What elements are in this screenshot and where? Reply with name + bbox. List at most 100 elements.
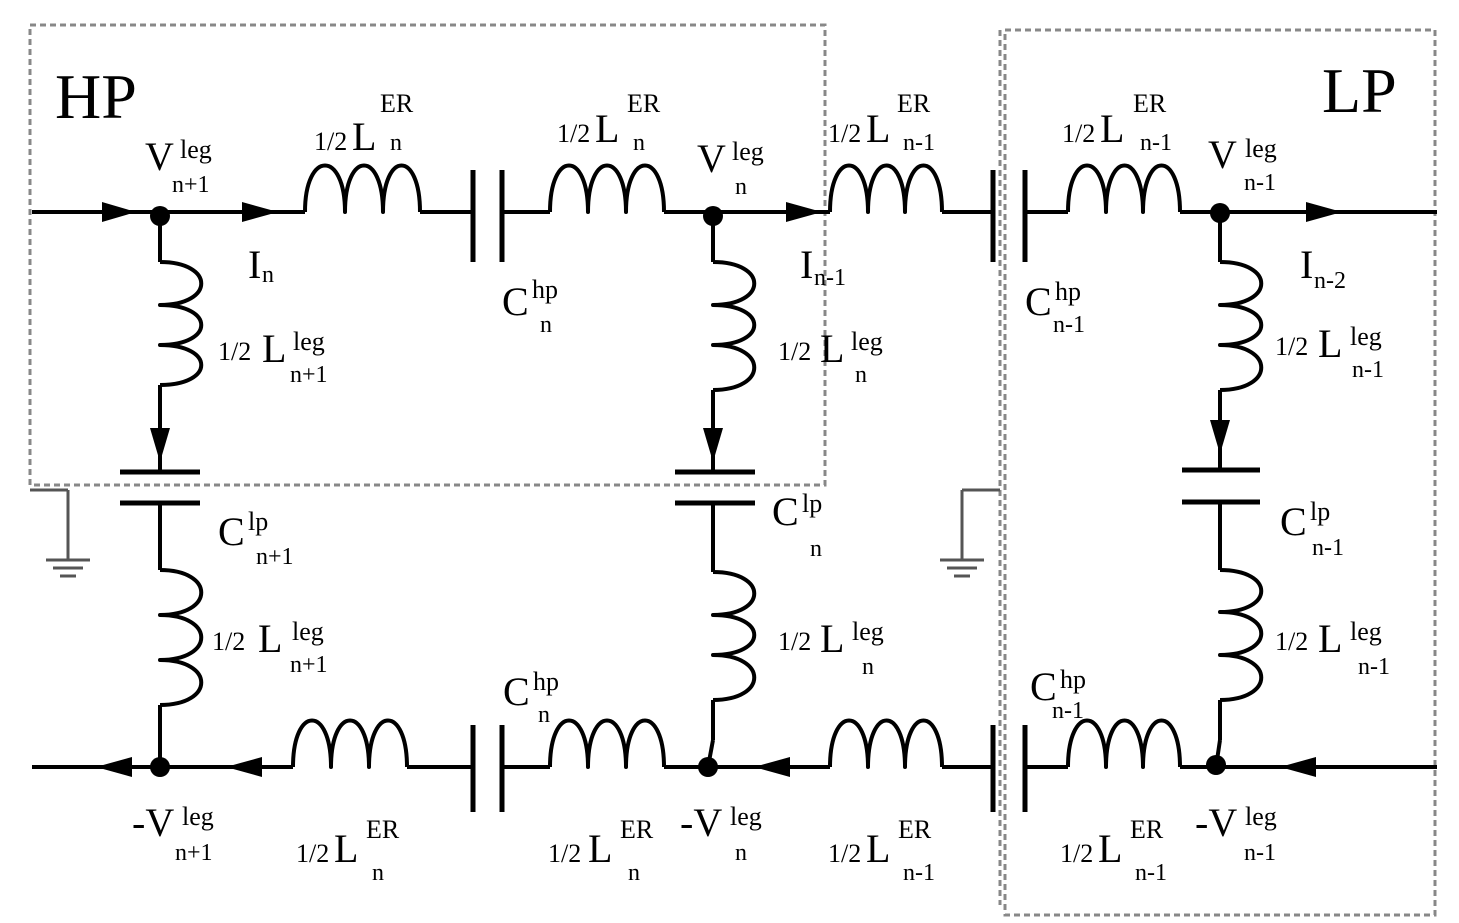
svg-text:C: C	[1025, 279, 1052, 324]
svg-text:n: n	[540, 312, 552, 338]
svg-text:ER: ER	[627, 89, 661, 118]
svg-text:n: n	[735, 174, 747, 200]
svg-text:1/2: 1/2	[557, 119, 590, 148]
svg-text:n-1: n-1	[1244, 170, 1276, 196]
leg-n	[675, 212, 757, 768]
arrow-down-icon	[703, 428, 723, 462]
svg-text:leg: leg	[730, 802, 762, 831]
svg-text:hp: hp	[533, 667, 559, 696]
svg-text:n-1: n-1	[814, 265, 846, 291]
svg-text:1/2: 1/2	[1275, 627, 1308, 656]
label-top-L-er-n-1-a: 1/2 L ER n-1	[828, 89, 935, 156]
svg-text:1/2: 1/2	[1060, 839, 1093, 868]
label-L-leg-n-plus-1-lower: 1/2 L leg n+1	[212, 616, 328, 678]
svg-text:1/2: 1/2	[548, 839, 581, 868]
svg-text:V: V	[145, 134, 174, 179]
label-negV-leg-n-plus-1: -V leg n+1	[132, 800, 214, 866]
svg-text:1/2: 1/2	[218, 337, 251, 366]
svg-text:L: L	[866, 106, 890, 151]
label-top-L-er-n-1-b: 1/2 L ER n-1	[1062, 89, 1172, 156]
ground-icon-left	[30, 488, 90, 578]
svg-text:1/2: 1/2	[296, 839, 329, 868]
svg-text:1/2: 1/2	[1062, 119, 1095, 148]
label-C-lp-n: C lp n	[772, 489, 822, 562]
svg-text:n-1: n-1	[903, 130, 935, 156]
svg-text:C: C	[772, 489, 799, 534]
svg-text:leg: leg	[852, 617, 884, 646]
svg-text:n: n	[735, 840, 747, 866]
label-L-leg-n-upper: 1/2 L leg n	[778, 326, 883, 388]
node-bottom-n-plus-1	[150, 757, 170, 777]
svg-text:n: n	[628, 860, 640, 886]
svg-text:leg: leg	[732, 137, 764, 166]
svg-text:n-1: n-1	[1358, 654, 1390, 680]
svg-text:L: L	[820, 326, 844, 371]
svg-text:n: n	[538, 702, 550, 728]
svg-text:hp: hp	[1060, 665, 1086, 694]
svg-text:n: n	[633, 130, 645, 156]
label-V-leg-n: V leg n	[697, 136, 764, 200]
svg-text:n-1: n-1	[1135, 860, 1167, 886]
label-bottom-L-er-n-a: 1/2 L ER n	[296, 815, 400, 886]
svg-text:-V: -V	[680, 800, 722, 845]
lp-label: LP	[1322, 55, 1397, 126]
svg-text:leg: leg	[180, 135, 212, 164]
label-top-L-er-n-b: 1/2 L ER n	[557, 89, 661, 156]
svg-text:n: n	[862, 654, 874, 680]
label-I-n-1: I n-1	[800, 242, 846, 291]
svg-text:n: n	[855, 362, 867, 388]
label-C-hp-n-1-bottom: C hp n-1	[1030, 664, 1086, 724]
svg-text:C: C	[502, 279, 529, 324]
svg-text:1/2: 1/2	[828, 839, 861, 868]
leg-n-plus-1	[120, 212, 204, 767]
ground-icon-right	[940, 488, 1000, 578]
svg-text:L: L	[352, 114, 376, 159]
label-C-lp-n-plus-1: C lp n+1	[218, 507, 294, 570]
arrow-left-icon	[754, 757, 790, 777]
label-L-leg-n-lower: 1/2 L leg n	[778, 616, 884, 680]
svg-text:n+1: n+1	[290, 362, 328, 388]
svg-text:n+1: n+1	[256, 544, 294, 570]
svg-text:lp: lp	[248, 507, 268, 536]
label-negV-leg-n: -V leg n	[680, 800, 762, 866]
svg-text:C: C	[1280, 499, 1307, 544]
label-bottom-L-er-n-b: 1/2 L ER n	[548, 815, 654, 886]
svg-text:L: L	[1318, 616, 1342, 661]
svg-text:n+1: n+1	[172, 172, 210, 198]
label-L-leg-n-plus-1-upper: 1/2 L leg n+1	[218, 326, 328, 388]
svg-text:leg: leg	[1245, 134, 1277, 163]
svg-text:1/2: 1/2	[778, 627, 811, 656]
svg-text:hp: hp	[532, 275, 558, 304]
svg-text:ER: ER	[1133, 89, 1167, 118]
lp-region-box	[1003, 28, 1437, 917]
svg-text:L: L	[1100, 106, 1124, 151]
arrow-down-icon	[150, 428, 170, 462]
svg-text:leg: leg	[292, 617, 324, 646]
svg-text:n+1: n+1	[290, 652, 328, 678]
svg-text:L: L	[866, 826, 890, 871]
svg-text:L: L	[820, 616, 844, 661]
svg-text:n-1: n-1	[1244, 840, 1276, 866]
svg-text:C: C	[1030, 664, 1057, 709]
svg-text:lp: lp	[1310, 497, 1330, 526]
svg-text:n: n	[390, 130, 402, 156]
svg-text:hp: hp	[1055, 277, 1081, 306]
svg-text:lp: lp	[802, 489, 822, 518]
svg-text:L: L	[262, 326, 286, 371]
svg-text:L: L	[1318, 321, 1342, 366]
svg-text:n-1: n-1	[1140, 130, 1172, 156]
svg-text:1/2: 1/2	[212, 627, 245, 656]
svg-text:leg: leg	[293, 327, 325, 356]
svg-text:C: C	[218, 509, 245, 554]
arrow-left-icon	[1280, 757, 1316, 777]
svg-text:ER: ER	[1130, 815, 1164, 844]
label-L-leg-n-1-lower: 1/2 L leg n-1	[1275, 616, 1390, 680]
svg-text:ER: ER	[897, 89, 931, 118]
svg-text:n+1: n+1	[175, 840, 213, 866]
svg-text:n-1: n-1	[1052, 698, 1084, 724]
svg-text:L: L	[595, 106, 619, 151]
node-bottom-n-minus-1	[1206, 755, 1226, 775]
svg-text:L: L	[258, 616, 282, 661]
svg-text:C: C	[503, 669, 530, 714]
svg-text:n-2: n-2	[1314, 268, 1346, 294]
